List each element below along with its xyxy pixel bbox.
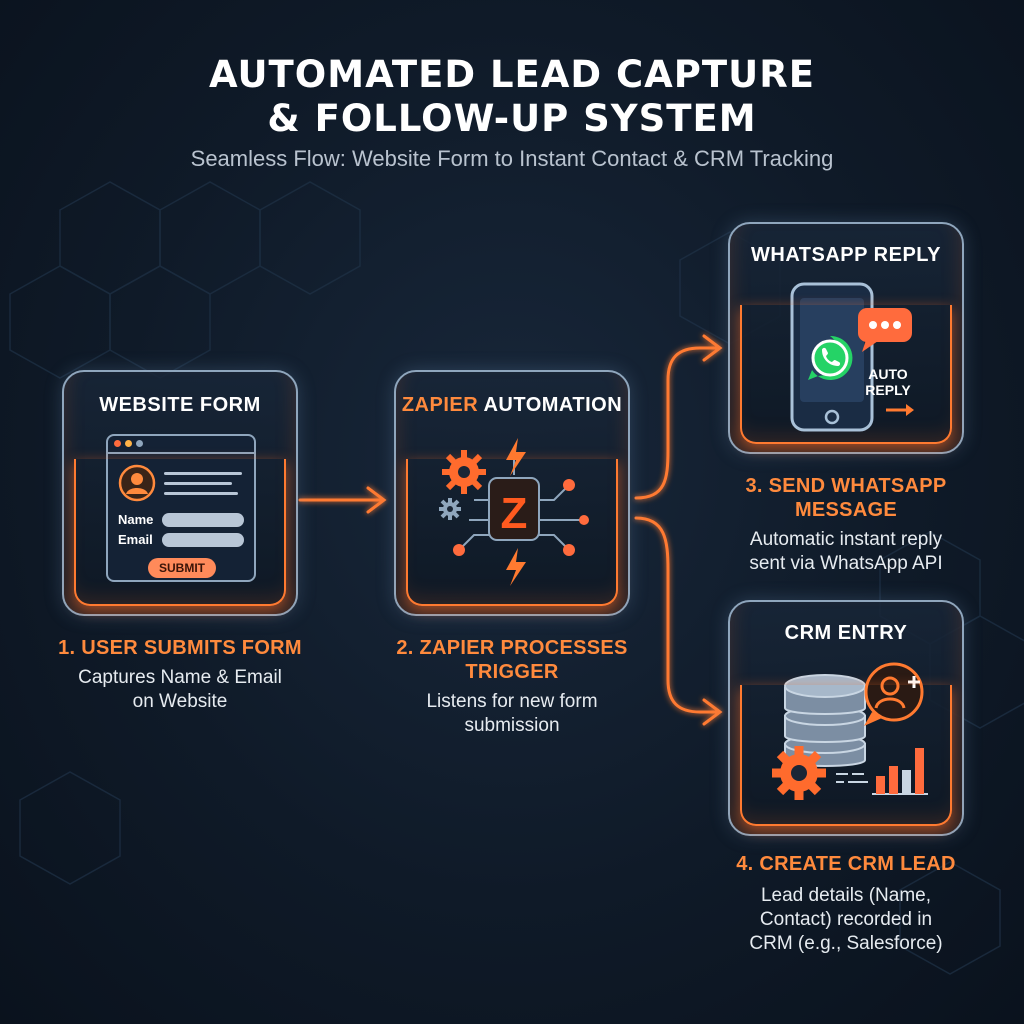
name-input[interactable]	[162, 513, 244, 527]
browser-window-icon: Name Email SUBMIT	[106, 434, 256, 582]
step-2-desc-line-2: submission	[464, 715, 560, 736]
circuit-node-icon	[563, 479, 575, 491]
email-input[interactable]	[162, 533, 244, 547]
circuit-node-icon	[453, 544, 465, 556]
email-label: Email	[118, 532, 153, 547]
zapier-chip	[488, 477, 540, 541]
step-1-title: 1. USER SUBMITS FORM	[58, 637, 302, 659]
page-title-line-1: AUTOMATED LEAD CAPTURE	[209, 53, 815, 96]
lightning-icon	[506, 438, 526, 476]
page-subtitle: Seamless Flow: Website Form to Instant C…	[190, 146, 834, 171]
gear-icon	[772, 746, 826, 800]
step-4-desc-line-2: Contact) recorded in	[759, 909, 933, 930]
zapier-card-title: ZAPIER AUTOMATION	[401, 394, 623, 416]
chat-bubble-icon	[858, 308, 912, 352]
step-3-desc-line-2: sent via WhatsApp API	[749, 553, 943, 574]
step-4-desc-line-1: Lead details (Name,	[760, 885, 932, 906]
zapier-automation-card: ZAPIER AUTOMATION	[394, 370, 630, 616]
data-lines-icon	[836, 773, 868, 783]
whatsapp-reply-card: WHATSAPP REPLY AUTO REPLY	[728, 222, 964, 454]
user-avatar-icon	[118, 464, 156, 502]
auto-reply-label-line-1: AUTO	[868, 366, 908, 382]
step-2-title-line-1: 2. ZAPIER PROCESSES	[396, 637, 628, 659]
step-1-desc-line-1: Captures Name & Email	[78, 667, 282, 688]
lightning-icon	[506, 548, 526, 586]
step-2-title-line-2: TRIGGER	[465, 661, 559, 683]
website-form-card-title: WEBSITE FORM	[99, 394, 261, 416]
circuit-node-icon	[579, 515, 589, 525]
edge-zapier-to-crm	[634, 516, 723, 726]
zapier-circuit-graphic	[439, 438, 589, 586]
edge-form-to-zapier	[298, 486, 387, 514]
page-title-line-2: & FOLLOW-UP SYSTEM	[267, 97, 757, 140]
add-user-icon	[864, 662, 924, 726]
website-form-card: WEBSITE FORM Name Email SUBMIT	[62, 370, 298, 616]
name-label: Name	[118, 512, 154, 527]
edge-zapier-to-whatsapp	[634, 334, 723, 500]
auto-reply-label-line-2: REPLY	[865, 382, 911, 398]
gear-icon	[439, 498, 461, 520]
crm-entry-card: CRM ENTRY	[728, 600, 964, 836]
bar-chart-icon	[872, 748, 928, 795]
step-3-title-line-2: MESSAGE	[794, 499, 898, 521]
step-3-title-line-1: 3. SEND WHATSAPP	[745, 475, 947, 497]
step-1-desc-line-2: on Website	[132, 691, 228, 712]
step-2-desc-line-1: Listens for new form	[426, 691, 598, 712]
step-3-desc-line-1: Automatic instant reply	[749, 529, 943, 550]
step-4-title: 4. CREATE CRM LEAD	[736, 853, 956, 875]
gear-icon	[442, 450, 486, 494]
crm-card-title: CRM ENTRY	[784, 622, 908, 644]
whatsapp-icon	[808, 335, 853, 380]
step-4-desc-line-3: CRM (e.g., Salesforce)	[749, 933, 943, 954]
circuit-node-icon	[563, 544, 575, 556]
arrow-right-icon	[886, 404, 914, 416]
whatsapp-card-title: WHATSAPP REPLY	[751, 244, 941, 266]
zapier-z-letter: Z	[500, 489, 528, 538]
submit-button[interactable]: SUBMIT	[148, 558, 216, 578]
